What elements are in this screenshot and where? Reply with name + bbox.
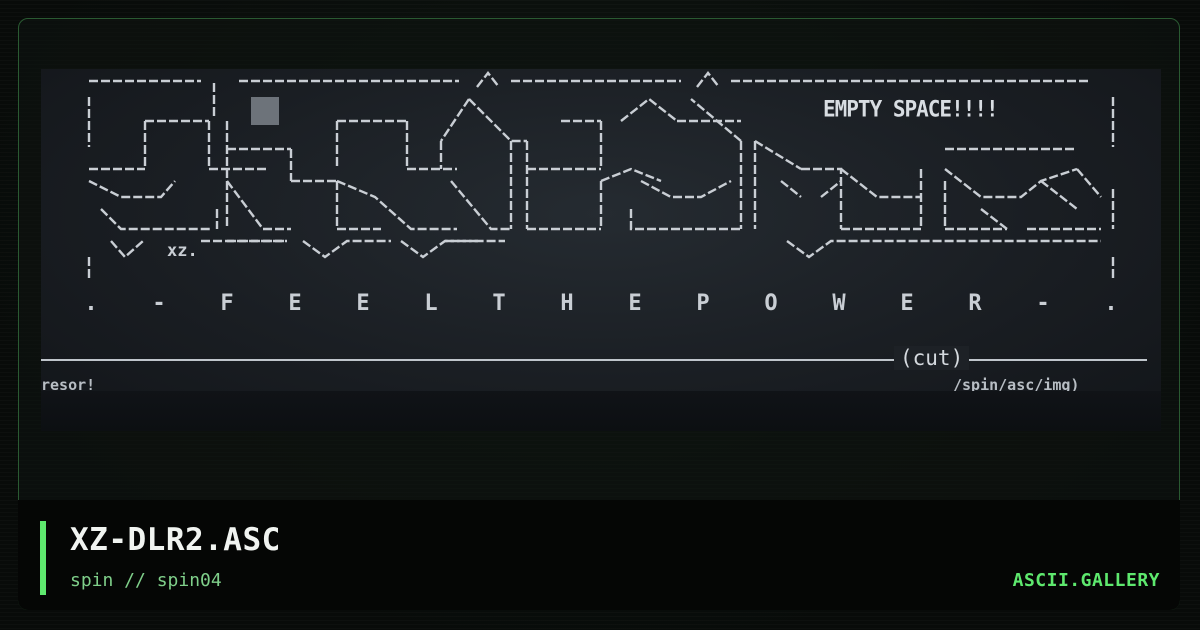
info-footer: XZ-DLR2.ASC spin // spin04 ASCII.GALLERY	[18, 500, 1180, 610]
cut-label: (cut)	[894, 346, 970, 370]
file-subtitle: spin // spin04	[70, 570, 222, 591]
artwork-bottom-fade	[41, 391, 1161, 431]
accent-bar	[40, 521, 46, 595]
ascii-logo-lines	[41, 69, 1161, 409]
file-title: XZ-DLR2.ASC	[70, 522, 281, 558]
preview-card: EMPTY SPACE!!!! xz. . - F E E L T H E P …	[18, 18, 1180, 610]
tagline-char: .	[1104, 291, 1118, 316]
tagline-char: L	[424, 291, 438, 316]
cursor-block	[251, 97, 279, 125]
cropped-text-left: resor!	[41, 376, 96, 391]
artist-signature: xz.	[167, 241, 198, 261]
tagline-char: W	[832, 291, 846, 316]
tagline-char: E	[900, 291, 914, 316]
tagline-char: P	[696, 291, 710, 316]
ascii-artwork: EMPTY SPACE!!!! xz. . - F E E L T H E P …	[41, 69, 1161, 431]
tagline-char: -	[152, 291, 166, 316]
ascii-logo-strokes	[87, 71, 1115, 281]
tagline-char: O	[764, 291, 778, 316]
cropped-text-right: /spin/asc/img)	[953, 376, 1080, 391]
ascii-logo-svg	[87, 71, 1115, 281]
tagline-char: T	[492, 291, 506, 316]
tagline-char: R	[968, 291, 982, 316]
feel-the-power-tagline: . - F E E L T H E P O W E R - .	[81, 291, 1121, 316]
tagline-char: -	[1036, 291, 1050, 316]
tagline-char: E	[356, 291, 370, 316]
tagline-char: E	[288, 291, 302, 316]
tagline-char: .	[84, 291, 98, 316]
tagline-char: E	[628, 291, 642, 316]
site-brand[interactable]: ASCII.GALLERY	[1012, 570, 1160, 591]
cut-divider-line	[41, 359, 1147, 361]
tagline-char: F	[220, 291, 234, 316]
empty-space-tag: EMPTY SPACE!!!!	[823, 96, 999, 122]
tagline-char: H	[560, 291, 574, 316]
